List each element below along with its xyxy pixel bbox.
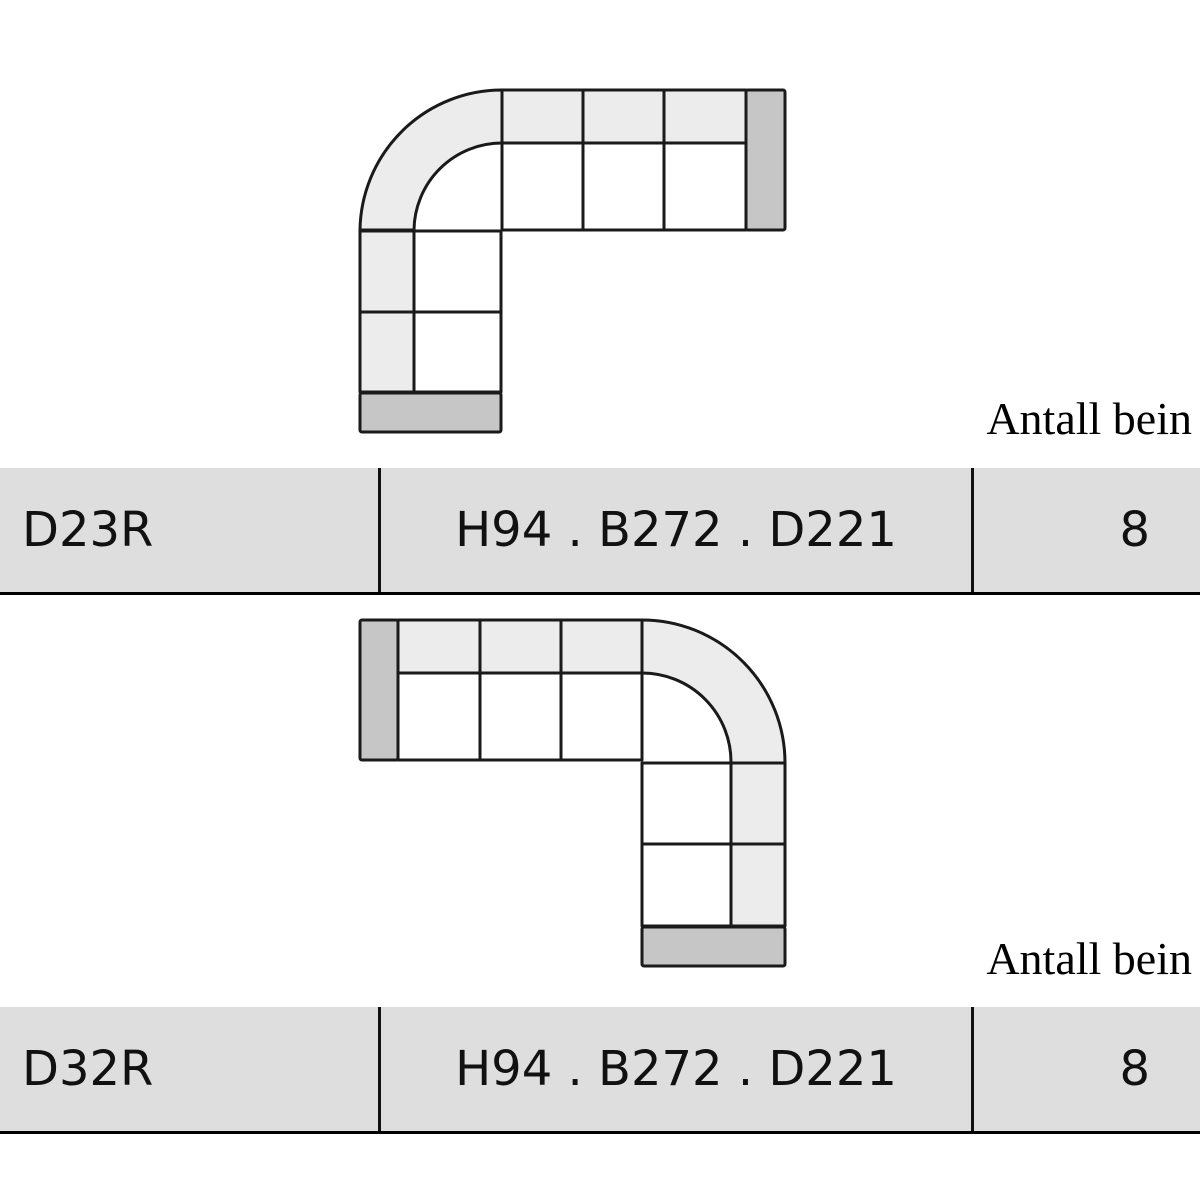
seat-cushion: [640, 842, 733, 928]
back-cushion: [478, 618, 563, 675]
back-cushion: [358, 310, 416, 394]
model-code: D32R: [22, 1041, 154, 1097]
corner-back: [640, 618, 787, 765]
armrest: [744, 88, 787, 232]
legs-count-label: Antall bein: [986, 393, 1192, 444]
back-cushion: [662, 88, 748, 145]
armrest: [358, 618, 400, 762]
model-code: D23R: [22, 502, 154, 558]
corner-back: [358, 88, 504, 232]
back-cushion: [396, 618, 482, 675]
back-cushion: [500, 88, 585, 145]
armrest: [358, 391, 503, 434]
back-cushion: [581, 88, 666, 145]
seat-cushion: [396, 671, 482, 762]
back-cushion: [729, 761, 787, 846]
legs-count-cell: 8: [971, 1007, 1200, 1131]
legs-count: 8: [1119, 1041, 1150, 1097]
dimensions: H94 . B272 . D221: [378, 468, 974, 592]
seat-cushion: [662, 141, 748, 232]
sofa-diagram-d23r: [358, 88, 787, 434]
dimensions: H94 . B272 . D221: [378, 1007, 974, 1131]
back-cushion: [559, 618, 644, 675]
legs-count-label: Antall bein: [986, 933, 1192, 984]
legs-count: 8: [1119, 502, 1150, 558]
seat-cushion: [581, 141, 666, 232]
armrest: [640, 925, 787, 968]
seat-cushion: [412, 310, 503, 394]
seat-cushion: [478, 671, 563, 762]
table-row: D23R H94 . B272 . D221 8: [0, 468, 1200, 595]
table-row: D32R H94 . B272 . D221 8: [0, 1007, 1200, 1134]
legs-count-cell: 8: [971, 468, 1200, 592]
sofa-diagram-d32r: [358, 618, 787, 968]
seat-cushion: [640, 761, 733, 846]
back-cushion: [729, 842, 787, 928]
seat-cushion: [500, 141, 585, 232]
seat-cushion: [559, 671, 644, 762]
seat-cushion: [412, 229, 503, 314]
back-cushion: [358, 229, 416, 314]
